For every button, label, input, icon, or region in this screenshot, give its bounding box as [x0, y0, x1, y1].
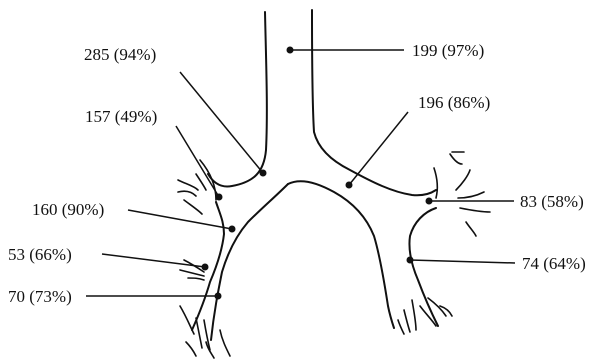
label-trachea: 199 (97%) — [412, 41, 484, 60]
point-right-upper-lobe — [216, 194, 223, 201]
leader-right-middle-lobe — [102, 254, 205, 267]
leader-left-lower-lobe — [410, 260, 515, 263]
leader-left-main-bronchus — [349, 112, 408, 185]
point-bronchus-intermedius — [229, 226, 236, 233]
left-inner-wall — [288, 181, 394, 328]
point-left-main-bronchus — [346, 182, 353, 189]
label-right-lower-lobe: 70 (73%) — [8, 287, 72, 306]
value-labels: 199 (97%) 285 (94%) 196 (86%) 157 (49%) … — [8, 41, 586, 306]
measurement-points — [202, 47, 433, 300]
point-right-middle-lobe — [202, 264, 209, 271]
point-right-lower-lobe — [215, 293, 222, 300]
label-right-upper-lobe: 157 (49%) — [85, 107, 157, 126]
airway-twigs — [178, 152, 490, 358]
label-right-main-bronchus: 285 (94%) — [84, 45, 156, 64]
leader-right-upper-lobe — [176, 126, 219, 197]
leader-bronchus-intermedius — [128, 210, 232, 229]
label-left-main-bronchus: 196 (86%) — [418, 93, 490, 112]
point-trachea — [287, 47, 294, 54]
leader-right-main-bronchus — [180, 72, 263, 173]
airway-outline — [192, 10, 438, 340]
label-bronchus-intermedius: 160 (90%) — [32, 200, 104, 219]
right-inner-wall — [211, 184, 288, 340]
point-right-main-bronchus — [260, 170, 267, 177]
point-left-lower-lobe — [407, 257, 414, 264]
label-left-upper-lobe: 83 (58%) — [520, 192, 584, 211]
leader-lines — [86, 50, 515, 296]
trachea-left-wall — [208, 12, 267, 187]
label-right-middle-lobe: 53 (66%) — [8, 245, 72, 264]
label-left-lower-lobe: 74 (64%) — [522, 254, 586, 273]
point-left-upper-lobe — [426, 198, 433, 205]
